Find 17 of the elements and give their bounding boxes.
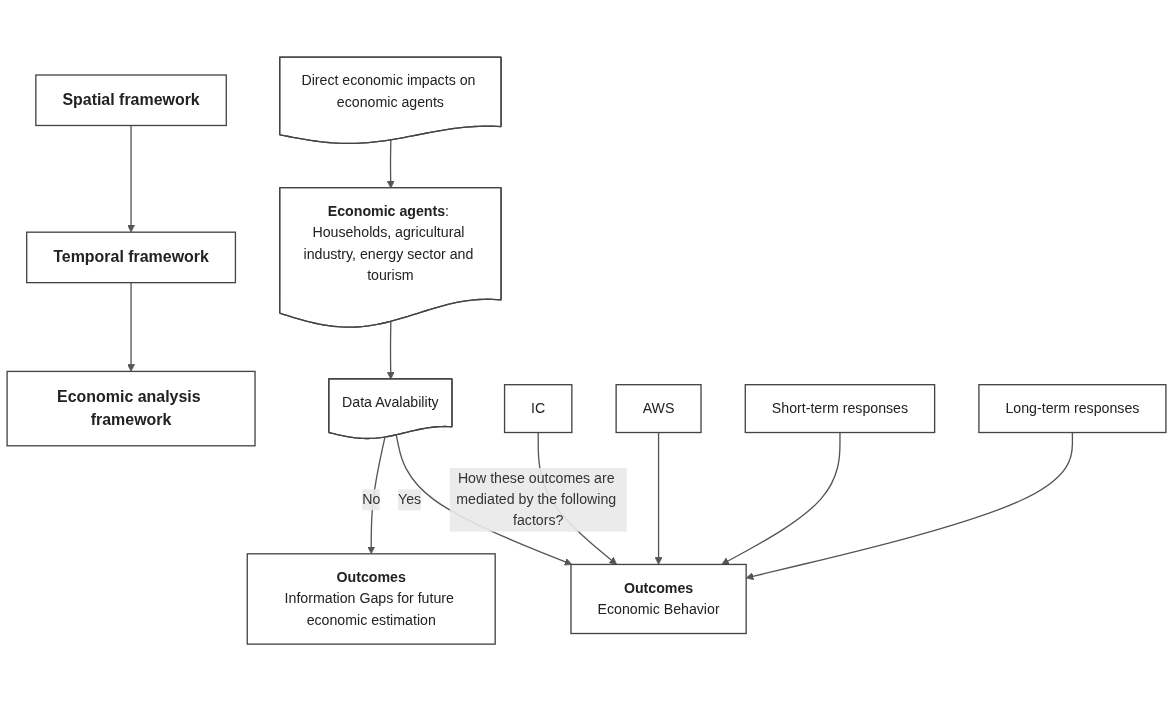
edge-label: How these outcomes are mediated by the following factors? xyxy=(456,470,617,529)
edge-label: No xyxy=(362,491,381,507)
node-box: Outcomes Information Gaps for future economic estimation xyxy=(246,553,496,645)
arrow xyxy=(127,281,135,372)
node-box: Temporal framework xyxy=(26,231,237,284)
node-box: Spatial framework xyxy=(35,74,227,127)
node-box: Long-term responses xyxy=(978,383,1167,434)
arrow xyxy=(654,431,663,565)
arrow xyxy=(127,124,135,233)
arrow xyxy=(367,436,386,555)
node-box: IC xyxy=(503,383,573,434)
arrow xyxy=(721,431,841,565)
node-box: AWS xyxy=(615,383,702,434)
node-box: Outcomes Economic Behavior xyxy=(570,563,747,635)
node-box: Short-term responses xyxy=(744,383,936,434)
edge-label: Yes xyxy=(397,491,422,507)
node-box: Economic analysis framework xyxy=(6,370,256,447)
